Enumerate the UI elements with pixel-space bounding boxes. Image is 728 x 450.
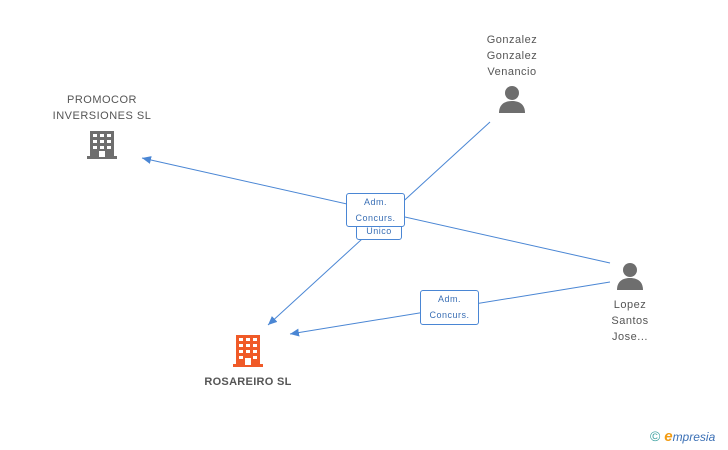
node-rosareiro[interactable]: ROSAREIRO SL: [190, 332, 306, 390]
empresia-logo[interactable]: © empresia: [650, 428, 715, 445]
node-gonzalez[interactable]: Gonzalez Gonzalez Venancio: [462, 32, 562, 114]
edge-label-adm-concurs-top[interactable]: Adm. Concurs.: [346, 193, 405, 227]
node-label-promocor: PROMOCOR INVERSIONES SL: [52, 94, 152, 122]
building-icon: [233, 335, 263, 367]
node-promocor[interactable]: PROMOCOR INVERSIONES SL: [40, 92, 164, 160]
brand-e: e: [664, 428, 673, 445]
node-label-lopez: Lopez Santos Jose...: [611, 299, 649, 343]
brand-name: mpresia: [672, 430, 716, 444]
edge-label-adm-concurs-bottom[interactable]: Adm. Concurs.: [420, 290, 479, 325]
node-lopez[interactable]: Lopez Santos Jose...: [590, 261, 670, 345]
copyright-symbol: ©: [650, 428, 661, 444]
node-label-gonzalez: Gonzalez Gonzalez Venancio: [486, 34, 538, 78]
person-icon: [617, 263, 643, 290]
node-label-rosareiro: ROSAREIRO SL: [204, 376, 292, 388]
person-icon: [499, 86, 525, 113]
building-icon: [87, 131, 117, 159]
